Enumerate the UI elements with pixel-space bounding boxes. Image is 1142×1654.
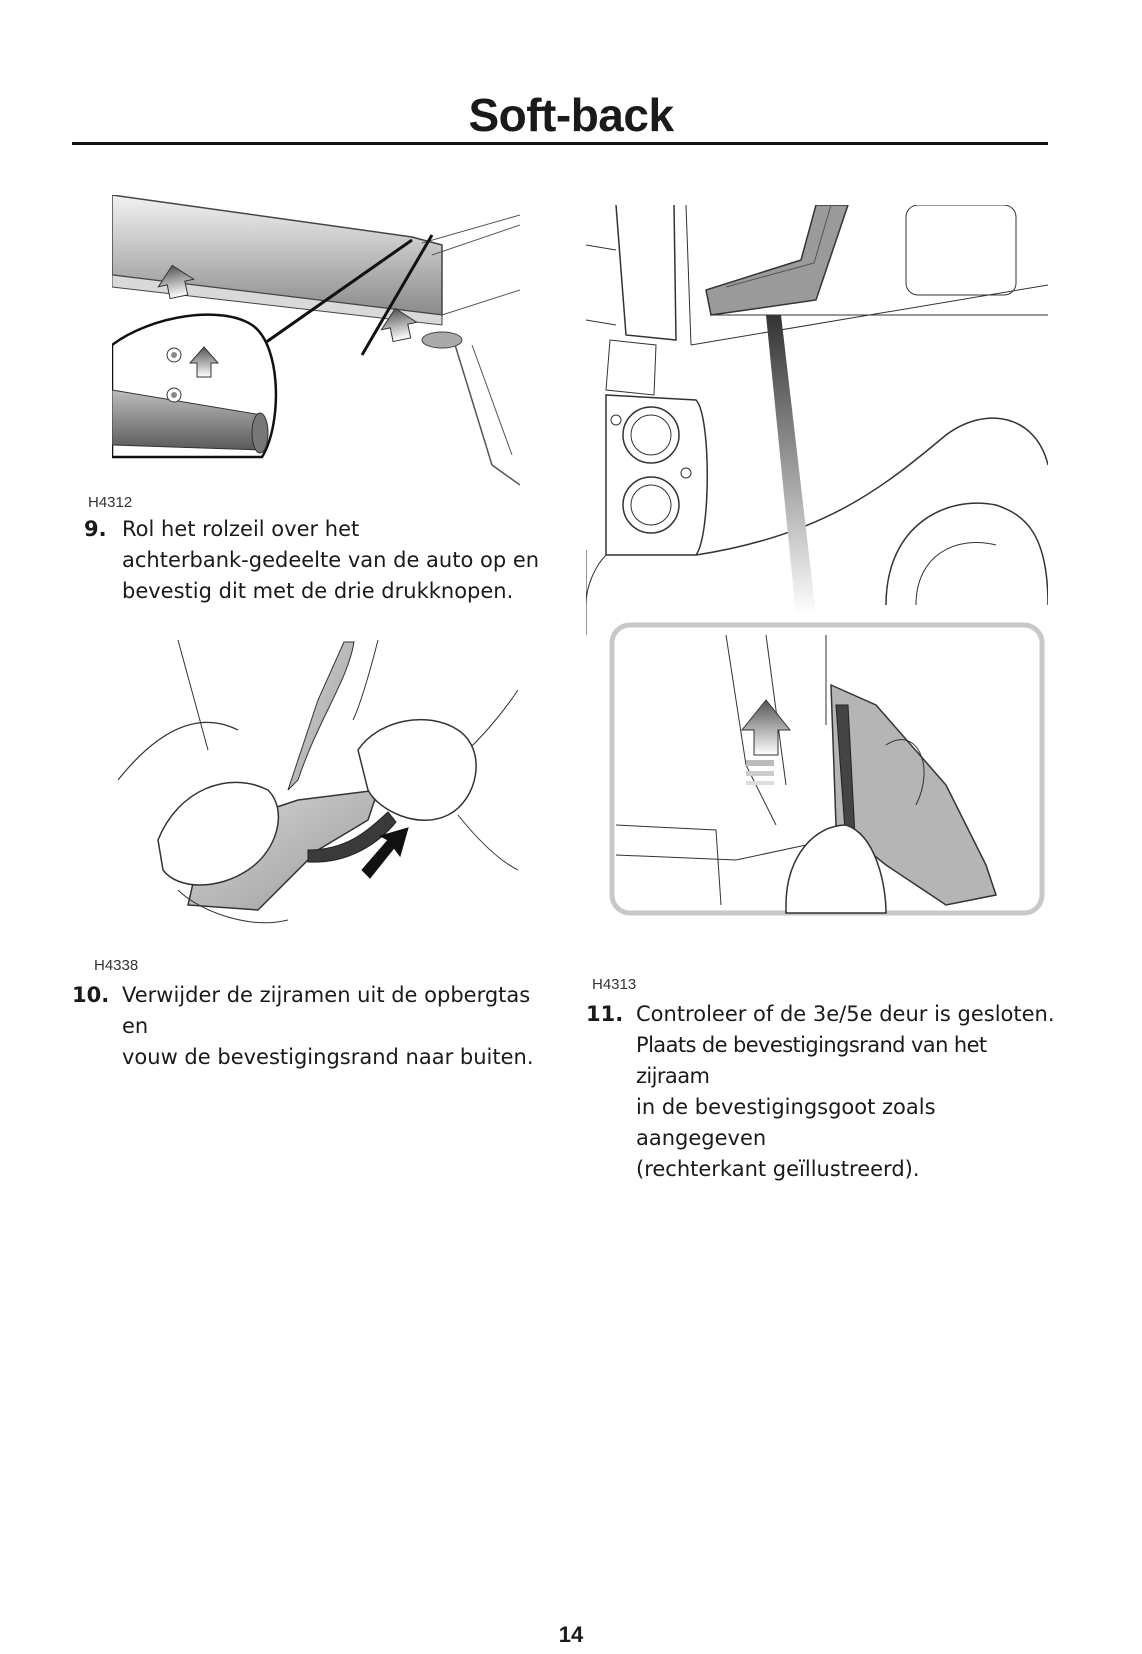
- figure-code-h4312: H4312: [88, 494, 133, 511]
- step-text-line: achterbank-gedeelte van de auto op en: [122, 548, 540, 572]
- step-text-line: vouw de bevestigingsrand naar buiten.: [122, 1045, 534, 1069]
- step-text-line: Verwijder de zijramen uit de opbergtas e…: [122, 983, 531, 1038]
- page-number: 14: [558, 1622, 584, 1647]
- step-text-line: Plaats de bevestigingsrand van het zijra…: [636, 1033, 987, 1088]
- figure-hands-folding: [118, 640, 518, 940]
- step-text-line: (rechterkant geïllustreerd).: [636, 1157, 920, 1181]
- step-number: 9.: [84, 517, 107, 541]
- figure-rollup-cover: [112, 195, 520, 487]
- step-11: 11. Controleer of de 3e/5e deur is geslo…: [586, 999, 1056, 1181]
- page-title: Soft-back: [468, 89, 674, 141]
- step-text-line: in de bevestigingsgoot zoals aangegeven: [636, 1095, 936, 1150]
- step-9: 9. Rol het rolzeil over het achterbank-g…: [84, 514, 544, 610]
- step-number: 10.: [72, 983, 110, 1007]
- step-text-line: bevestig dit met de drie drukknopen.: [122, 579, 514, 603]
- step-number: 11.: [586, 1002, 624, 1026]
- step-text-line: Rol het rolzeil over het: [122, 517, 360, 541]
- step-10: 10. Verwijder de zijramen uit de opbergt…: [72, 980, 552, 1069]
- figure-code-h4313: H4313: [592, 976, 637, 993]
- step-text-line: Controleer of de 3e/5e deur is gesloten.: [636, 1002, 1055, 1026]
- figure-rear-quarter: [586, 205, 1048, 975]
- figure-code-h4338: H4338: [94, 957, 139, 974]
- title-rule: [72, 142, 1048, 145]
